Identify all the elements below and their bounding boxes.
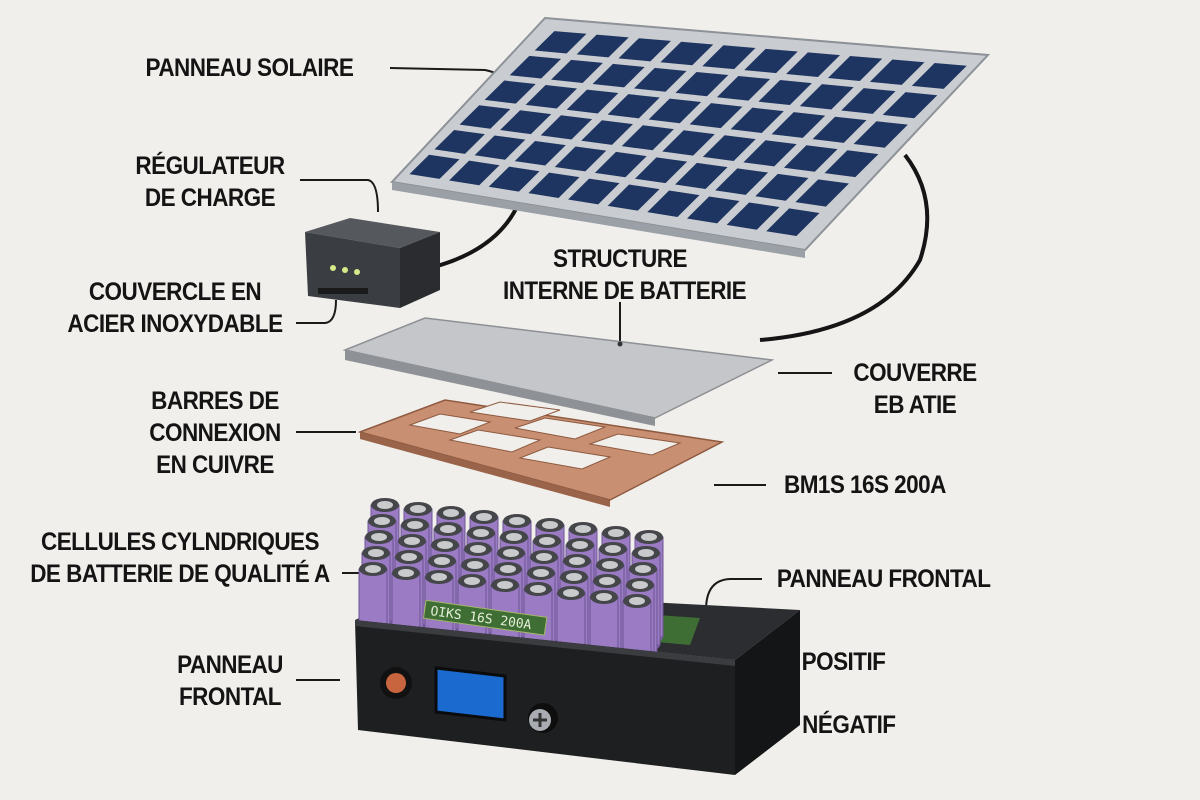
solar-cell [841, 88, 896, 114]
label-copper-busbars: BARRES DE CONNEXION EN CUIVRE [139, 385, 292, 481]
solar-cell [715, 168, 769, 195]
solar-cell [488, 166, 540, 192]
solar-cell [730, 107, 784, 134]
copper-busbar-plate [357, 399, 725, 507]
solar-cell [566, 89, 619, 114]
solar-cell [716, 75, 771, 101]
label-cover-right: COUVERRE EB ATIE [843, 357, 987, 421]
leader-front-panel-right [705, 578, 762, 611]
solar-cell [635, 157, 688, 184]
solar-cell [824, 150, 879, 178]
solar-cell [509, 55, 562, 79]
solar-cell [662, 130, 715, 156]
steel-cover-plate [342, 317, 775, 426]
label-line: STRUCTURE [553, 245, 687, 273]
solar-cell [647, 190, 700, 218]
label-solar-panel: PANNEAU SOLAIRE [145, 54, 354, 82]
solar-cell [812, 116, 867, 143]
solar-panel [389, 16, 991, 258]
solar-cell [686, 196, 740, 224]
label-bms: BM1S 16S 200A [783, 471, 946, 499]
solar-cell [675, 71, 729, 97]
solar-cell [755, 173, 809, 201]
label-line: EB ATIE [873, 391, 957, 419]
solar-cell [534, 31, 587, 54]
solar-cell [554, 146, 607, 172]
label-line: FRONTAL [178, 683, 282, 711]
label-line: ACIER INOXYDABLE [67, 310, 283, 338]
solar-cell [514, 140, 566, 166]
label-line: CELLULES CYLNDRIQUES [41, 528, 320, 556]
label-front-panel-left: PANNEAU FRONTAL [167, 649, 293, 713]
leader-steel-cover [296, 299, 337, 324]
lcd-screen [434, 666, 507, 722]
solar-cell [551, 59, 603, 83]
label-line: DE CHARGE [144, 184, 276, 212]
solar-cell [726, 202, 780, 230]
label-line: DE BATTERIE DE QUALITÉ A [30, 560, 330, 588]
label-cells: CELLULES CYLNDRIQUES DE BATTERIE DE QUALI… [23, 526, 338, 590]
solar-cell [869, 59, 925, 85]
leader-regulator [300, 179, 379, 213]
solar-cell [911, 63, 967, 89]
label-line: BARRES DE [151, 387, 279, 415]
solar-cell [766, 208, 820, 237]
solar-cell [702, 135, 756, 162]
solar-cell [621, 125, 674, 151]
solar-cell [594, 151, 647, 178]
solar-cell [500, 110, 552, 135]
solar-cell [660, 41, 714, 66]
label-line: RÉGULATEUR [135, 152, 285, 180]
solar-cell [474, 135, 526, 160]
solar-cell [744, 48, 798, 74]
solar-cell [853, 121, 908, 148]
solar-cell [795, 179, 849, 207]
label-positive: POSITIF [801, 648, 886, 676]
solar-cell [484, 80, 536, 104]
solar-cell [648, 98, 702, 124]
label-line: PANNEAU [177, 651, 283, 679]
label-front-panel-right: PANNEAU FRONTAL [776, 565, 991, 593]
label-line: CONNEXION [149, 419, 281, 447]
solar-cell [799, 84, 854, 110]
solar-cell [743, 140, 797, 167]
solar-cell [459, 105, 511, 129]
solar-cell-grid [409, 31, 967, 237]
label-steel-cover: COUVERCLE EN ACIER INOXYDABLE [63, 276, 288, 340]
solar-cell [409, 154, 460, 179]
solar-cell [882, 92, 938, 119]
solar-cell [618, 38, 671, 62]
solar-cell [540, 115, 593, 140]
solar-cell [568, 178, 620, 205]
output-cable [759, 153, 930, 342]
solar-cell [607, 94, 660, 119]
solar-cell [434, 129, 485, 154]
label-charge-regulator: RÉGULATEUR DE CHARGE [120, 150, 300, 214]
solar-cell [607, 184, 660, 211]
solar-cell [449, 160, 500, 186]
solar-cell [786, 52, 840, 78]
label-line: COUVERRE [853, 359, 977, 387]
solar-cell [758, 80, 812, 106]
label-line: EN CUIVRE [156, 451, 274, 479]
solar-cell [675, 162, 728, 190]
charge-regulator-box [305, 218, 440, 308]
solar-cell [528, 172, 580, 198]
solar-cell [576, 34, 629, 58]
solar-cell [592, 63, 645, 88]
solar-cell [581, 120, 633, 145]
label-line: COUVERCLE EN [88, 278, 262, 306]
solar-cell [689, 103, 743, 129]
solar-cell [783, 145, 838, 172]
solar-cell [525, 85, 578, 109]
battery-case-front [355, 610, 800, 775]
solar-cell [634, 67, 687, 92]
label-internal-structure: STRUCTURE INTERNE DE BATTERIE [503, 243, 747, 307]
solar-cell [771, 112, 826, 138]
solar-cell [828, 55, 883, 81]
solar-cell [702, 45, 756, 70]
label-line: INTERNE DE BATTERIE [503, 277, 747, 305]
label-negative: NÉGATIF [802, 711, 896, 739]
